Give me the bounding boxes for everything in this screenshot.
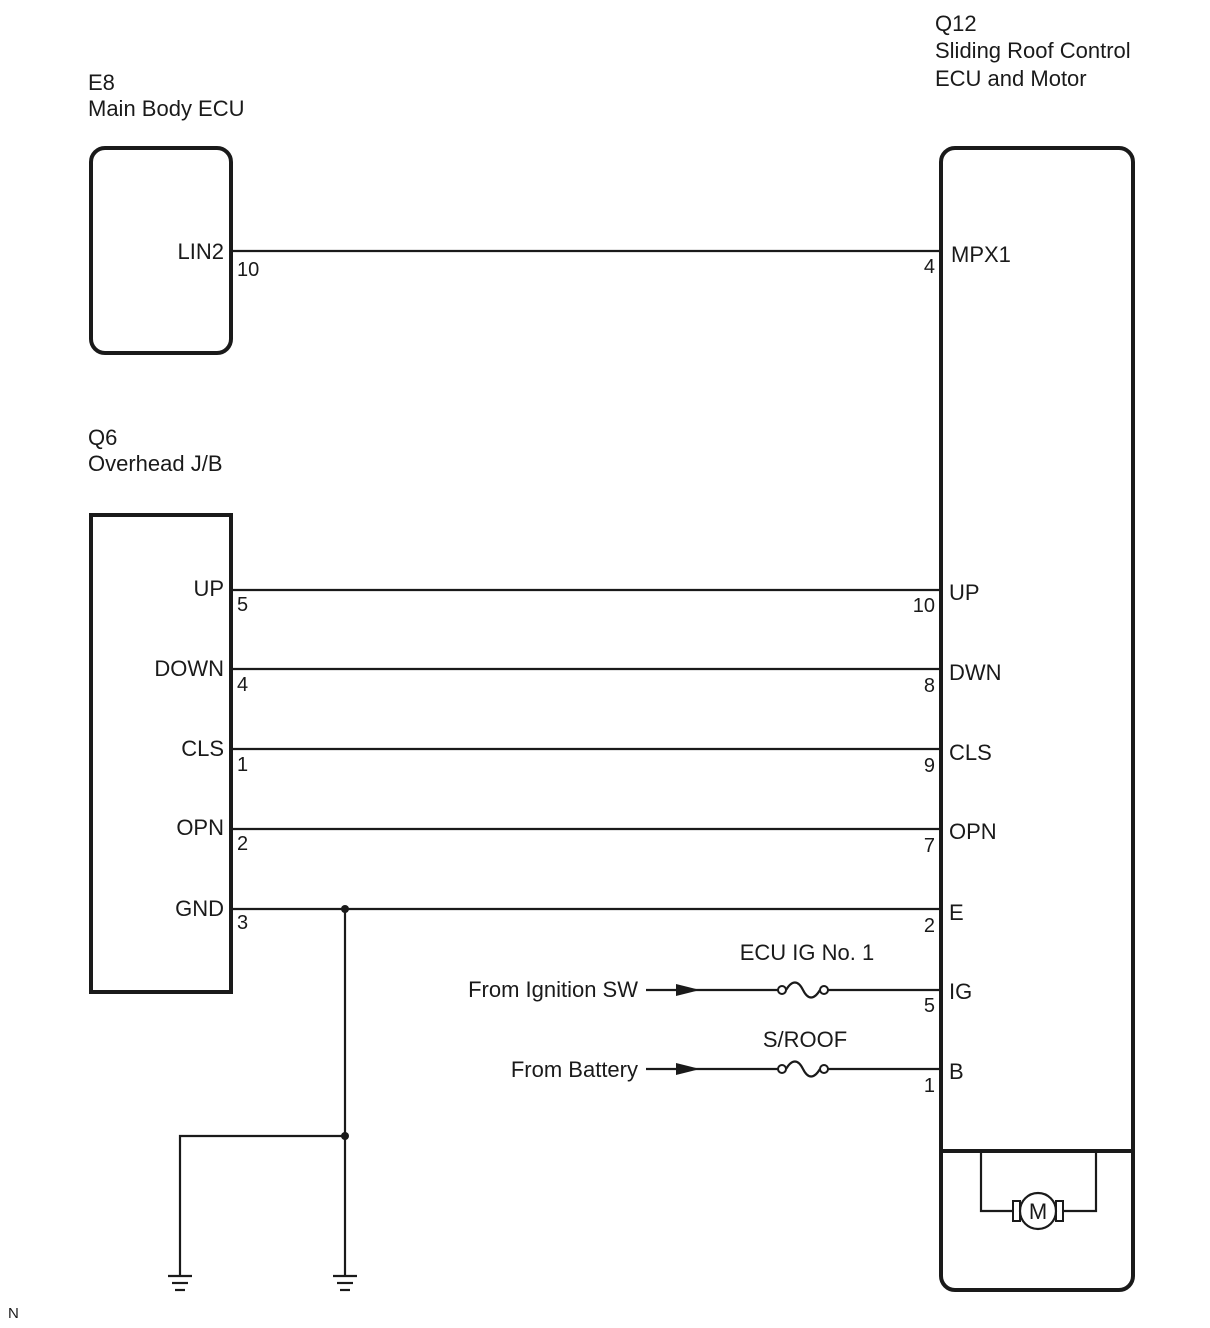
- supply-battery: From Battery S/ROOF 1 B: [511, 1027, 964, 1097]
- q6-name: Overhead J/B: [88, 451, 223, 476]
- q6-junction-box: [89, 513, 233, 994]
- pin-q12-9: 9: [924, 755, 935, 777]
- q12-name-line1: Sliding Roof Control: [935, 38, 1131, 63]
- pin-q12-2: 2: [924, 915, 935, 937]
- pin-q6-3: 3: [237, 912, 248, 934]
- source-ignition-sw: From Ignition SW: [468, 977, 638, 1002]
- terminal-gnd: GND: [175, 896, 224, 921]
- pin-q12-4: 4: [924, 256, 935, 278]
- connection-cls: CLS 1 9 CLS: [181, 736, 992, 777]
- pin-q6-5: 5: [237, 594, 248, 616]
- pin-q6-1: 1: [237, 754, 248, 776]
- fuse-icon: [785, 1060, 821, 1078]
- connection-opn: OPN 2 7 OPN: [176, 815, 996, 857]
- e8-name: Main Body ECU: [88, 96, 245, 121]
- pin-q6-2: 2: [237, 833, 248, 855]
- terminal-opn-right: OPN: [949, 819, 997, 844]
- terminal-up-left: UP: [193, 576, 224, 601]
- pin-q12-7: 7: [924, 835, 935, 857]
- motor-label: M: [1029, 1199, 1047, 1224]
- arrow-icon: [676, 984, 700, 996]
- terminal-cls-left: CLS: [181, 736, 224, 761]
- q12-code: Q12: [935, 11, 977, 36]
- terminal-e: E: [949, 900, 964, 925]
- connection-up: UP 5 10 UP: [193, 576, 979, 617]
- connection-lin: LIN2 10 4 MPX1: [178, 239, 1011, 281]
- ground-network: [168, 905, 357, 1292]
- motor-symbol: M: [979, 1153, 1098, 1231]
- pin-e8-10: 10: [237, 259, 259, 281]
- ground-icon: [333, 1274, 357, 1292]
- supply-ig: From Ignition SW ECU IG No. 1 5 IG: [468, 940, 972, 1017]
- terminal-mpx1: MPX1: [951, 242, 1011, 267]
- connection-down: DOWN 4 8 DWN: [154, 656, 1001, 697]
- pin-q12-8: 8: [924, 675, 935, 697]
- connection-gnd: GND 3 2 E: [175, 896, 964, 937]
- pin-q12-1: 1: [924, 1075, 935, 1097]
- terminal-ig: IG: [949, 979, 972, 1004]
- pin-q12-10: 10: [913, 595, 935, 617]
- q12-ecu-box: [939, 146, 1135, 1292]
- q12-name-line2: ECU and Motor: [935, 66, 1087, 91]
- terminal-cls-right: CLS: [949, 740, 992, 765]
- terminal-dwn: DWN: [949, 660, 1002, 685]
- terminal-b: B: [949, 1059, 964, 1084]
- terminal-down: DOWN: [154, 656, 224, 681]
- e8-code: E8: [88, 70, 115, 95]
- q6-code: Q6: [88, 425, 117, 450]
- terminal-lin2: LIN2: [178, 239, 224, 264]
- fuse-icon: [785, 981, 821, 999]
- pin-q6-4: 4: [237, 674, 248, 696]
- ground-icon: [168, 1274, 192, 1292]
- terminal-opn-left: OPN: [176, 815, 224, 840]
- footer-mark: N: [8, 1305, 19, 1322]
- fuse-ecu-ig-no1: ECU IG No. 1: [740, 940, 874, 965]
- fuse-s-roof: S/ROOF: [763, 1027, 847, 1052]
- pin-q12-5: 5: [924, 995, 935, 1017]
- arrow-icon: [676, 1063, 700, 1075]
- source-battery: From Battery: [511, 1057, 638, 1082]
- terminal-up-right: UP: [949, 580, 980, 605]
